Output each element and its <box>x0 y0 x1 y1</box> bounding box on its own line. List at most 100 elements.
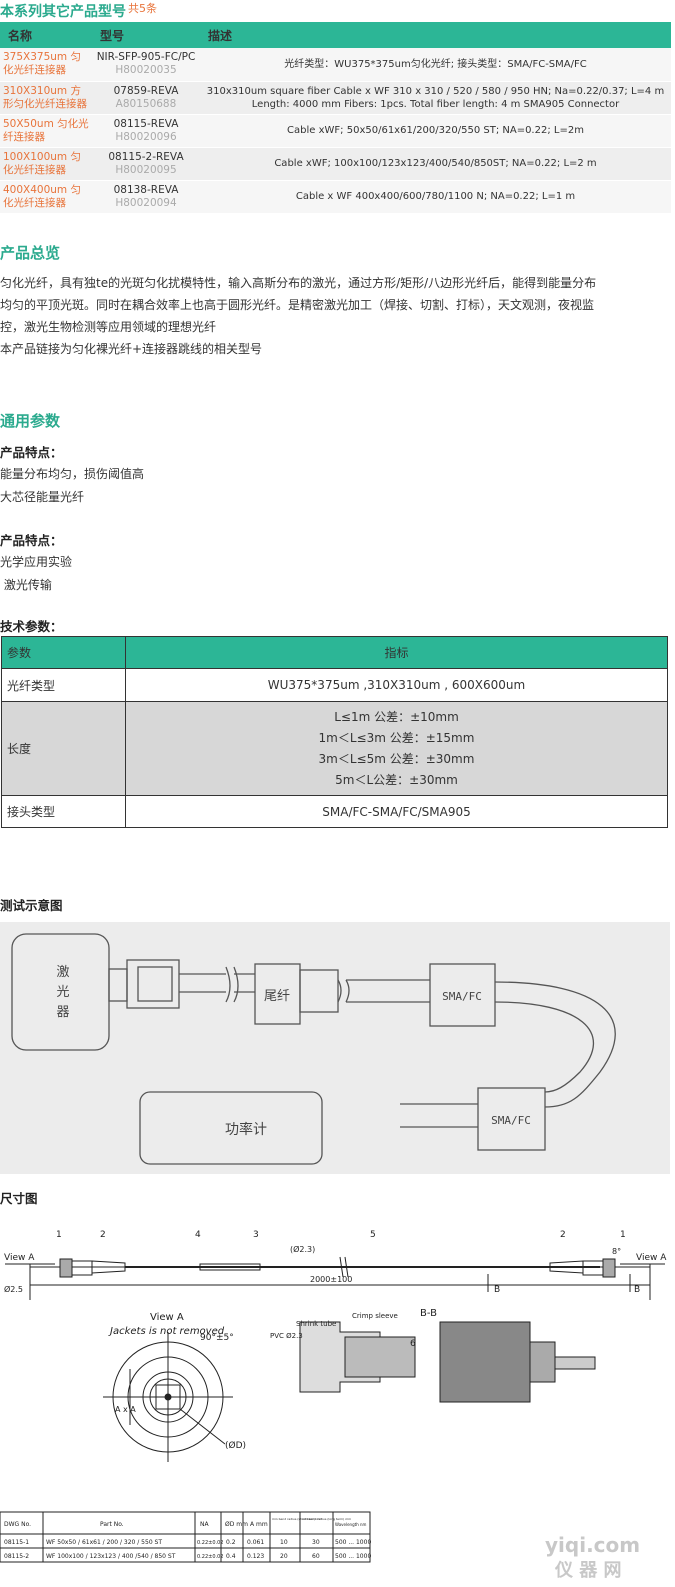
jackets-label: Jackets is not removed <box>108 1326 225 1337</box>
dim-cell: 60 <box>312 1553 320 1560</box>
length-label: 2000±100 <box>310 1275 352 1284</box>
dim-table-header: Part No. <box>100 1521 124 1528</box>
dim-cell: 30 <box>312 1539 320 1546</box>
axa-label: A x A <box>115 1405 136 1414</box>
series-title-text: 本系列其它产品型号 <box>0 4 126 20</box>
dim-cell: WF 50x50 / 61x61 / 200 / 320 / 550 ST <box>46 1539 162 1546</box>
feature2-label: 产品特点： <box>0 533 63 548</box>
feature1-label: 产品特点： <box>0 445 63 460</box>
dim-cell: 0.2 <box>226 1539 236 1546</box>
product-name-link[interactable]: 100X100um 匀化光纤连接器 <box>0 147 92 181</box>
power-meter-label: 功率计 <box>225 1121 267 1138</box>
test-diagram-image: 激 光 器 尾纤 SMA/FC SMA/FC 功率计 <box>0 922 670 1174</box>
laser-char: 激 <box>56 965 69 980</box>
angle90-label: 90°±5° <box>200 1333 234 1343</box>
product-name-link[interactable]: 400X400um 匀化光纤连接器 <box>0 180 92 214</box>
watermark-line1: yiqi.com <box>545 1533 640 1557</box>
dimension-svg: View A View A 1 2 4 3 5 2 1 (Ø2.3) 2000±… <box>0 1230 667 1581</box>
overview-line: 均匀的平顶光斑。同时在耦合效率上也高于圆形光纤。是精密激光加工（焊接、切割、打标… <box>0 298 595 312</box>
overview-line: 本产品链接为匀化裸光纤+连接器跳线的相关型号 <box>0 342 263 356</box>
overview-title: 产品总览 <box>0 244 61 262</box>
dim-table-header: A mm <box>250 1521 268 1528</box>
product-desc: Cable xWF; 50x50/61x61/200/320/550 ST; N… <box>200 114 671 148</box>
col-name: 名称 <box>0 22 92 48</box>
model-text: 08138-REVA <box>113 183 179 196</box>
tech-param: 接头类型 <box>1 795 126 828</box>
tech-value: L≤1m 公差：±10mm 1m＜L≤3m 公差：±15mm 3m＜L≤5m 公… <box>125 701 668 796</box>
part-number: 2 <box>100 1230 106 1240</box>
pigtail-label: 尾纤 <box>264 989 290 1004</box>
col-desc: 描述 <box>200 22 671 48</box>
dim-cell: 20 <box>280 1553 288 1560</box>
tech-value-line: L≤1m 公差：±10mm <box>334 709 459 724</box>
test-diagram-svg: 激 光 器 尾纤 SMA/FC SMA/FC 功率计 <box>11 933 616 1165</box>
tech-table: 参数 指标 光纤类型 WU375*375um ,310X310um , 600X… <box>1 636 668 828</box>
series-title: 本系列其它产品型号共5条 <box>0 0 157 21</box>
model-code: A80150688 <box>115 97 177 110</box>
product-name-link[interactable]: 310X310um 方形匀化光纤连接器 <box>0 81 92 115</box>
sma-box <box>429 963 496 1027</box>
laser-char: 器 <box>56 1005 69 1020</box>
model-code: H80020035 <box>115 64 177 77</box>
dim-cell: 0.061 <box>247 1539 264 1546</box>
tech-value: WU375*375um ,310X310um , 600X600um <box>125 668 668 702</box>
dim-cell: 0.123 <box>247 1553 264 1560</box>
tech-value-line: 5m＜L公差：±30mm <box>335 772 458 787</box>
dim-table-header: Wavelength nm <box>335 1522 367 1527</box>
laser-char: 光 <box>56 985 69 1000</box>
sma1-label: SMA/FC <box>442 990 482 1003</box>
d25-label: Ø2.5 <box>4 1284 23 1294</box>
view-a-right: View A <box>636 1253 667 1263</box>
model-text: NIR-SFP-905-FC/PC <box>96 51 196 64</box>
table-row: 光纤类型 WU375*375um ,310X310um , 600X600um <box>1 668 668 702</box>
tech-value-line: 3m＜L≤5m 公差：±30mm <box>318 751 475 766</box>
tech-header-row: 参数 指标 <box>1 636 668 669</box>
part-number: 5 <box>370 1230 376 1240</box>
table-row: 接头类型 SMA/FC-SMA/FC/SMA905 <box>1 795 668 828</box>
product-name-link[interactable]: 50X50um 匀化光纤连接器 <box>0 114 92 148</box>
dim-cell: WF 100x100 / 123x123 / 400 /540 / 850 ST <box>46 1553 176 1560</box>
d23-label: (Ø2.3) <box>290 1244 315 1254</box>
crimp-label: Crimp sleeve <box>352 1312 398 1320</box>
od-label: (ØD) <box>225 1440 246 1451</box>
tech-param: 长度 <box>1 701 126 796</box>
product-name-link[interactable]: 375X375um 匀化光纤连接器 <box>0 48 92 82</box>
part-number: 2 <box>560 1230 566 1240</box>
part-number: 1 <box>56 1230 62 1240</box>
series-count: 共5条 <box>128 2 157 15</box>
tech-value: SMA/FC-SMA/FC/SMA905 <box>125 795 668 828</box>
connector-shape <box>137 966 173 1002</box>
dim-table-header: DWG No. <box>4 1521 31 1528</box>
model-code: H80020094 <box>115 196 177 209</box>
shrink-label: Shrink tube <box>296 1320 336 1328</box>
dim-cell: 10 <box>280 1539 288 1546</box>
dim-table-header: NA <box>200 1521 209 1528</box>
feature2-item: 激光传输 <box>0 578 52 592</box>
model-text: 07859-REVA <box>113 84 179 97</box>
connector-shape <box>126 959 180 1009</box>
overview-text: 匀化光纤，具有独te的光斑匀化扰模特性，输入高斯分布的激光，通过方形/矩形/八边… <box>0 272 670 360</box>
model-code: H80020095 <box>115 163 177 176</box>
b-left-label: B <box>494 1285 500 1295</box>
tech-col-param: 参数 <box>1 636 126 669</box>
dim-table-header: min bend radius (long term) mm <box>302 1517 351 1521</box>
model-text: 08115-REVA <box>113 117 179 130</box>
part-number: 3 <box>253 1230 259 1240</box>
sma-box <box>477 1087 546 1151</box>
connector-shape <box>108 968 128 1002</box>
dimension-drawing: View A View A 1 2 4 3 5 2 1 (Ø2.3) 2000±… <box>0 1212 670 1583</box>
dim-cell: 0.22±0.02 <box>197 1554 223 1560</box>
pvc-label: PVC Ø2.3 <box>270 1332 303 1340</box>
dimension-title: 尺寸图 <box>0 1191 38 1206</box>
num6-label: 6 <box>410 1339 416 1349</box>
params-title: 通用参数 <box>0 412 61 430</box>
model-code: H80020096 <box>115 130 177 143</box>
